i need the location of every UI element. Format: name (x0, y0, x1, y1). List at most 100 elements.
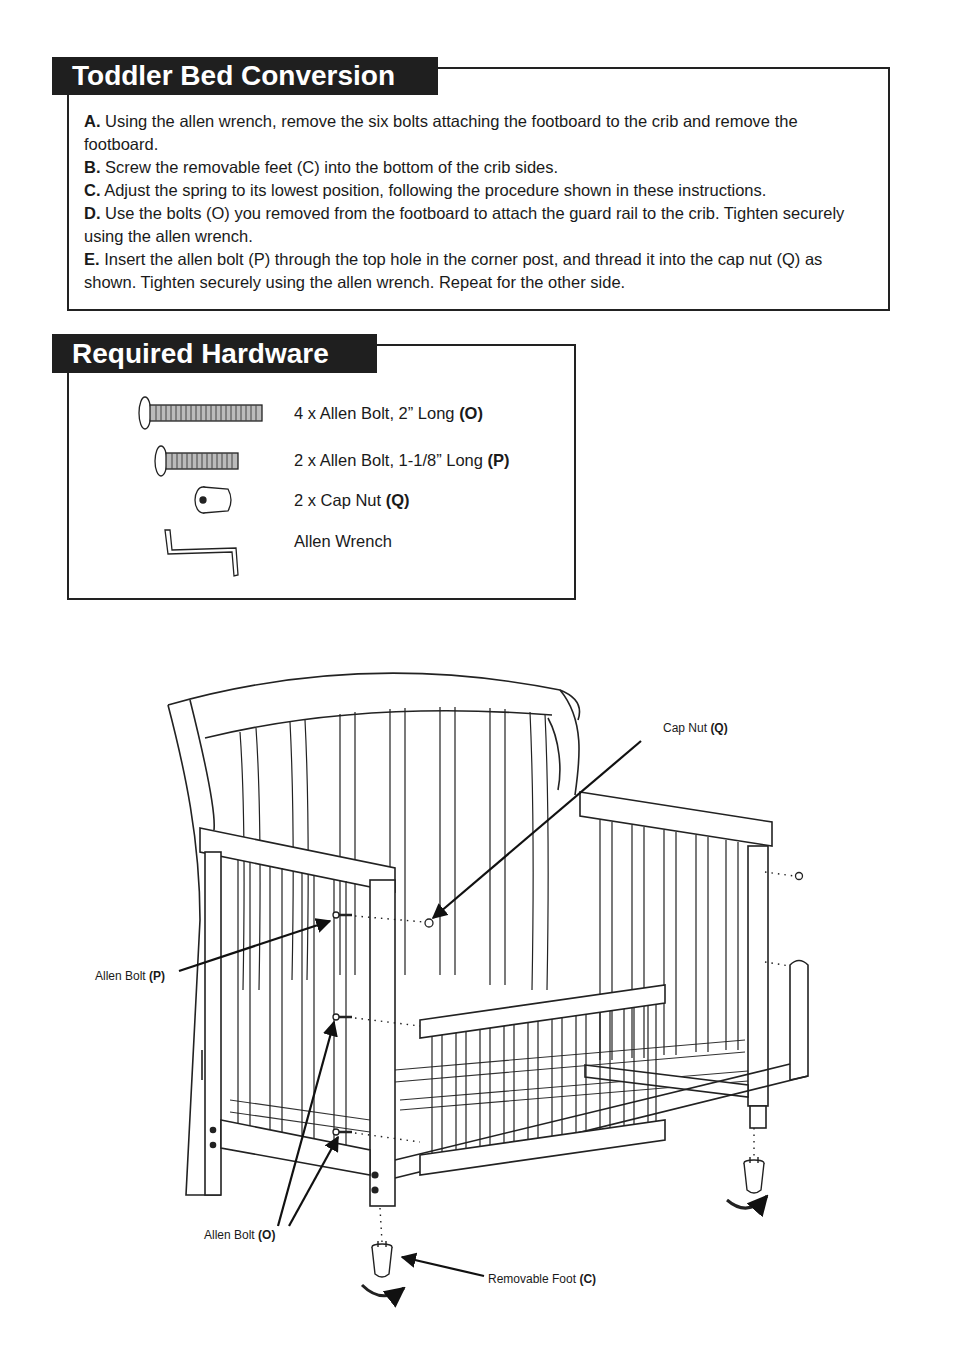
leader-lines-part (402, 1257, 484, 1276)
guard-rail-part-part (624, 1007, 634, 1126)
step-text: Use the bolts (O) you removed from the f… (84, 204, 844, 245)
bolts-part (337, 915, 352, 1132)
hardware-name: 4 x Allen Bolt, 2” Long (294, 404, 455, 422)
part-name: Removable Foot (488, 1272, 576, 1286)
bolts-part (333, 1129, 339, 1135)
removable-feet-part (727, 1196, 767, 1208)
removable-feet-part (378, 1241, 386, 1247)
right-side-panel-part-part (726, 840, 738, 1050)
heading-tab: Toddler Bed Conversion (52, 57, 438, 95)
guard-rail-part-part (648, 1004, 656, 1122)
bolts (333, 872, 803, 1242)
left-side-panel-part (205, 852, 221, 1195)
left-side-panel-part (211, 1128, 216, 1133)
bolts-part (355, 872, 794, 1242)
part-letter: (P) (488, 451, 510, 469)
callout-label: Allen Bolt (O) (202, 1228, 277, 1243)
step-letter: A. (84, 112, 101, 130)
heading-tab: Required Hardware (52, 334, 377, 373)
instruction-step: B. Screw the removable feet (C) into the… (84, 156, 872, 179)
spring-frame-part (395, 1040, 760, 1110)
part-letter: (O) (459, 404, 483, 422)
guard-rail-part (432, 1004, 656, 1153)
guard-rail-part-part (480, 1028, 490, 1146)
part-letter: (P) (149, 969, 165, 983)
instruction-step: D. Use the bolts (O) you removed from th… (84, 202, 872, 248)
left-side-panel-part (211, 1143, 216, 1148)
headboard-part (168, 705, 221, 1195)
step-text: Adjust the spring to its lowest position… (104, 181, 766, 199)
headboard-part (205, 711, 552, 738)
guard-rail-part-part (576, 1014, 586, 1133)
guard-rail-part-part (552, 1018, 562, 1136)
headboard-part (190, 700, 214, 830)
hardware-icons-part (156, 405, 256, 421)
bolts-part-part (355, 872, 794, 1242)
hardware-icons-part (172, 453, 232, 469)
headboard-part (548, 718, 560, 790)
leader-lines (179, 741, 641, 1276)
right-side-panel (580, 792, 772, 1128)
guard-rail-part-part (600, 1011, 610, 1129)
hardware-icons-part (203, 487, 231, 513)
step-text: Using the allen wrench, remove the six b… (84, 112, 798, 153)
left-side-panel-part (370, 880, 395, 1206)
left-side-panel-part-part (270, 866, 282, 1133)
part-letter: (O) (258, 1228, 275, 1242)
leader-lines-part (179, 921, 330, 971)
step-letter: D. (84, 204, 101, 222)
left-side-panel-part (238, 860, 346, 1145)
hardware-item: 2 x Allen Bolt, 1-1/8” Long (P) (294, 449, 510, 471)
left-side-panel-part (372, 1172, 378, 1178)
headboard-part-part (530, 712, 548, 990)
section-box: Required Hardware4 x Allen Bolt, 2” Long… (67, 344, 576, 600)
left-side-panel-part (201, 1050, 203, 1080)
hardware-icons-part (166, 453, 238, 469)
removable-feet-part (744, 1163, 764, 1193)
section-box: Toddler Bed ConversionA. Using the allen… (67, 67, 890, 311)
hardware-icons-part (155, 446, 167, 476)
hardware-icons-part-part (172, 453, 232, 469)
hardware-name: Allen Wrench (294, 532, 392, 550)
guard-rail-part-part (432, 1035, 442, 1153)
hardware-name: 2 x Allen Bolt, 1-1/8” Long (294, 451, 483, 469)
removable-feet-part (372, 1247, 392, 1277)
left-side-panel (200, 828, 395, 1206)
bolts-part (333, 912, 339, 918)
leader-lines-part (433, 741, 641, 918)
right-side-panel-part-part (664, 830, 676, 1055)
part-name: Allen Bolt (95, 969, 146, 983)
part-letter: (Q) (386, 491, 410, 509)
guard-rail-part (420, 985, 665, 1038)
step-letter: B. (84, 158, 101, 176)
right-side-panel-part (748, 846, 768, 1106)
section-heading: Required Hardware (72, 338, 329, 370)
step-letter: C. (84, 181, 101, 199)
bolts-part (333, 1014, 339, 1020)
part-name: Cap Nut (663, 721, 707, 735)
left-side-panel-part (221, 1120, 370, 1175)
removable-feet-part (362, 1285, 404, 1296)
front-right-post (395, 961, 808, 1179)
spring-frame (230, 1040, 760, 1132)
hardware-icons-part (139, 397, 151, 429)
callout-label: Cap Nut (Q) (661, 721, 730, 736)
guard-rail (420, 985, 665, 1175)
step-text: Screw the removable feet (C) into the bo… (105, 158, 558, 176)
left-side-panel-part-part (238, 860, 250, 1127)
instruction-step: E. Insert the allen bolt (P) through the… (84, 248, 872, 294)
part-letter: (Q) (710, 721, 727, 735)
guard-rail-part-part (504, 1025, 514, 1143)
guard-rail-part-part (528, 1021, 538, 1139)
front-right-post-part (790, 961, 808, 1081)
part-name: Allen Bolt (204, 1228, 255, 1242)
bolts-part (425, 919, 433, 927)
hardware-item: 4 x Allen Bolt, 2” Long (O) (294, 402, 483, 424)
instruction-step: A. Using the allen wrench, remove the si… (84, 110, 872, 156)
instruction-step: C. Adjust the spring to its lowest posit… (84, 179, 872, 202)
headboard-part-part (490, 708, 505, 985)
guard-rail-part-part (456, 1031, 466, 1150)
bolts-part (796, 873, 803, 880)
right-side-panel-part-part (696, 835, 708, 1052)
